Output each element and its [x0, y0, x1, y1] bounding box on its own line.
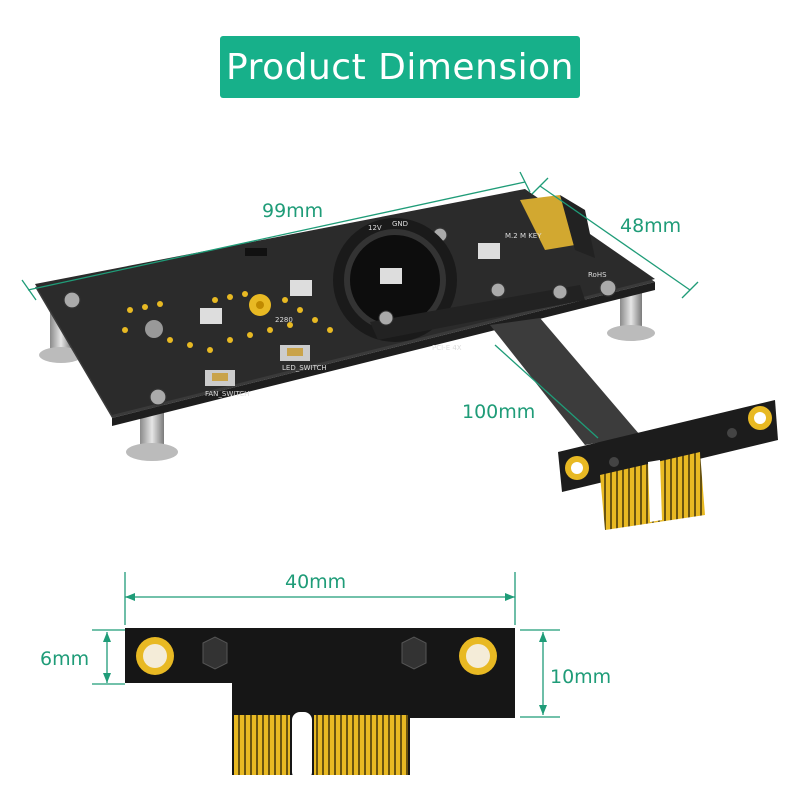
pcie-label: PCI-E 4X	[432, 344, 462, 352]
dimension-10mm: 10mm	[550, 666, 611, 688]
ribbon-cable	[490, 318, 640, 445]
led-switch-label: LED_SWITCH	[282, 364, 327, 372]
dimension-48mm: 48mm	[620, 215, 681, 237]
gnd-label: GND	[392, 220, 408, 228]
dimension-lines	[21, 171, 699, 718]
dimension-100mm: 100mm	[462, 401, 535, 423]
dimension-40mm: 40mm	[285, 571, 346, 593]
fan-switch-label: FAN_SWITCH	[205, 390, 249, 398]
title-banner: Product Dimension	[220, 36, 580, 98]
12v-label: 12V	[368, 224, 382, 232]
dimension-6mm: 6mm	[40, 648, 89, 670]
dimension-99mm: 99mm	[262, 200, 323, 222]
m2-label: M.2 M KEY	[505, 232, 542, 240]
pcb-board: FAN_SWITCH LED_SWITCH PCI-E 4X M.2 M KEY…	[35, 189, 655, 426]
size-label: 2280	[275, 316, 293, 324]
rohs-label: RoHS	[588, 271, 607, 279]
riser-bracket-flat	[125, 628, 515, 780]
riser-bracket-3d	[558, 400, 778, 530]
